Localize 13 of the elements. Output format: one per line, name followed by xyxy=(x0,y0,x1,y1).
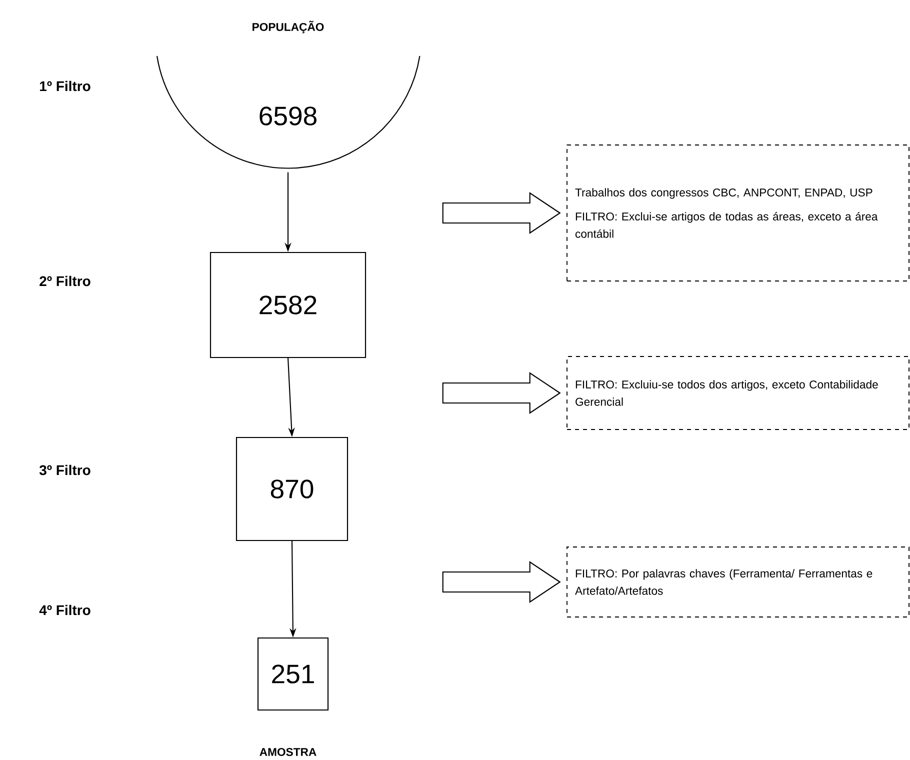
filter-note-box: Trabalhos dos congressos CBC, ANPCONT, ENPAD, USP FILTRO: Exclui-se artigos de todas as áreas, exceto a área contábil xyxy=(566,144,910,282)
filter-label: 4º Filtro xyxy=(39,604,90,616)
count-box: 2582 xyxy=(210,252,366,358)
filter-note-box: FILTRO: Excluiu-se todos dos artigos, exceto Contabilidade Gerencial xyxy=(566,356,910,430)
population-arc: 6598 xyxy=(156,56,420,169)
filter-label: 1º Filtro xyxy=(40,80,90,92)
filter-label: 3º Filtro xyxy=(39,464,90,476)
stage-caption: POPULAÇÃO xyxy=(252,20,324,34)
filter-note-box: FILTRO: Por palavras chaves (Ferramenta/ Ferramentas e Artefato/Artefatos xyxy=(566,546,910,618)
count-box: 251 xyxy=(257,637,329,711)
filter-label: 2º Filtro xyxy=(40,276,90,286)
stage-caption: AMOSTRA xyxy=(260,748,316,756)
count-box: 870 xyxy=(236,436,348,542)
